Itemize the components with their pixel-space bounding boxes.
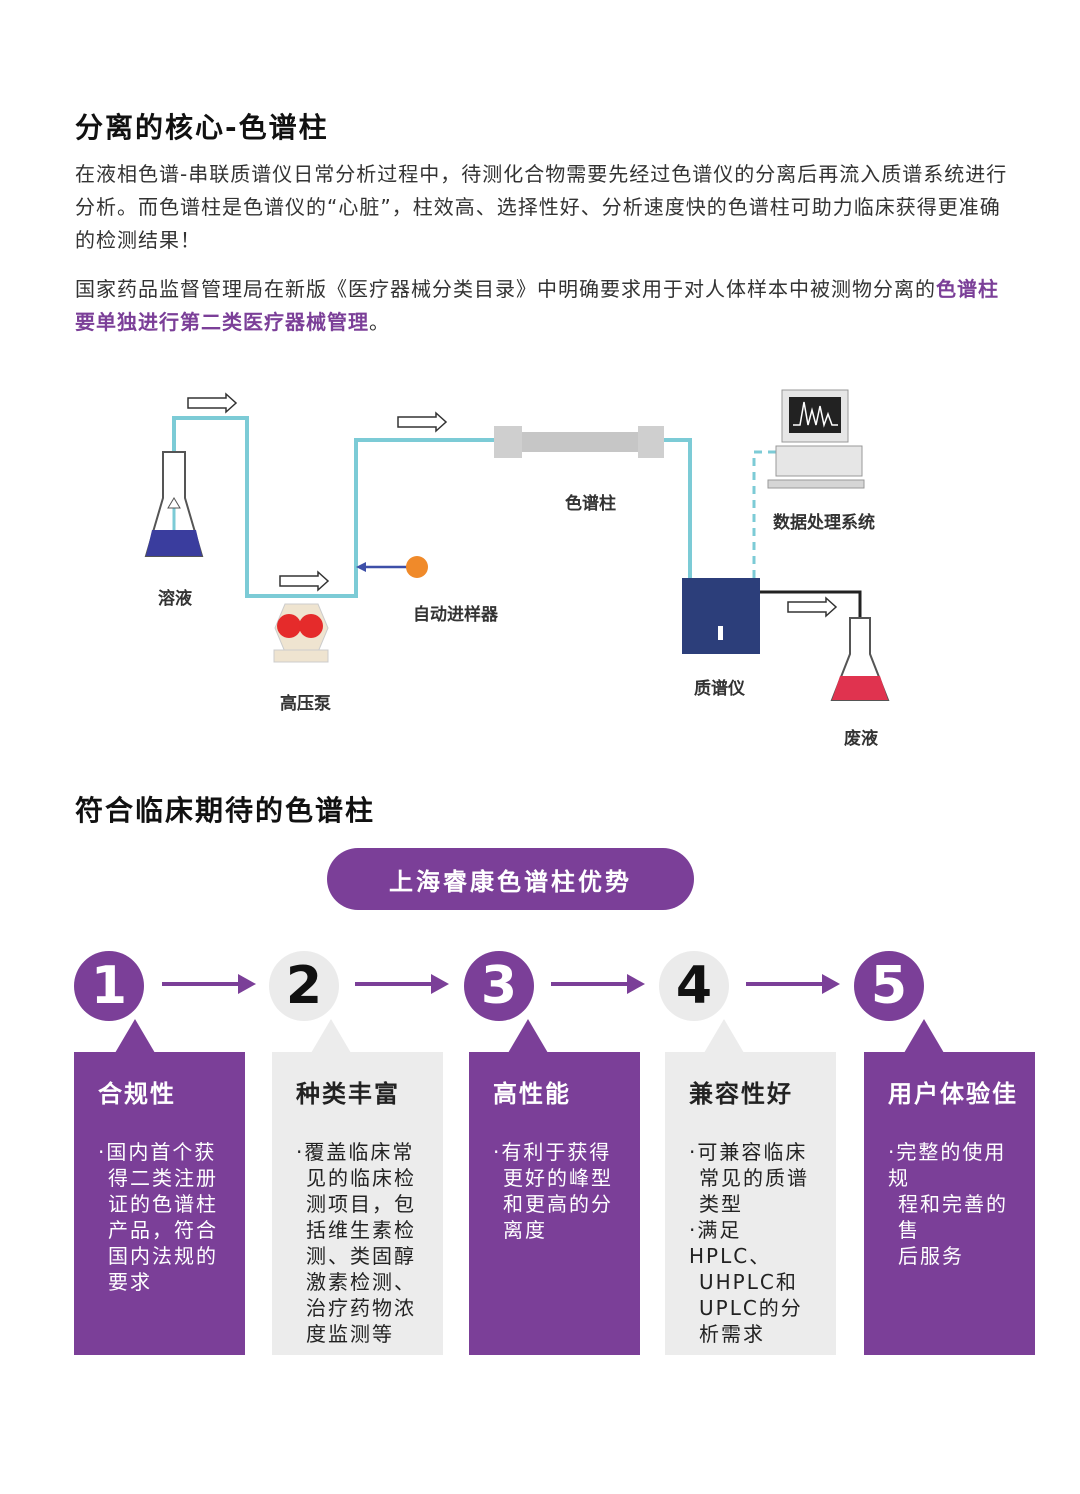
card-line: 析需求 (699, 1322, 765, 1346)
card-line: 激素检测、 (306, 1270, 416, 1294)
mass-spectrometer-icon (682, 578, 760, 654)
step-arrow-2 (355, 982, 435, 986)
label-autosampler: 自动进样器 (413, 605, 498, 625)
card-line: 离度 (503, 1218, 547, 1242)
card-title: 兼容性好 (689, 1080, 793, 1108)
step-arrow-head-1 (238, 974, 256, 994)
card-line: 治疗药物浓 (306, 1296, 416, 1320)
waste-flask-icon (830, 617, 890, 701)
flow-arrow-2 (397, 411, 448, 433)
card-line: ·有利于获得 (493, 1140, 612, 1164)
lcms-flow-diagram (144, 389, 890, 701)
card-pointer-1 (115, 1019, 155, 1053)
computer-icon (767, 389, 865, 489)
label-solution: 溶液 (158, 589, 192, 609)
card-line: ·覆盖临床常 (296, 1140, 415, 1164)
card-line: ·国内首个获 (98, 1140, 217, 1164)
card-body: ·有利于获得 更好的峰型 和更高的分 离度 (493, 1139, 626, 1243)
card-line: 测项目，包 (306, 1192, 416, 1216)
label-column: 色谱柱 (565, 494, 616, 514)
card-line: ·满足HPLC、 (689, 1218, 772, 1268)
autosampler-icon (356, 556, 428, 578)
regulation-highlight: 色谱柱要单独进行第二类医疗器械管理 (75, 277, 999, 334)
card-pointer-5 (904, 1019, 944, 1053)
card-line: 得二类注册 (108, 1166, 218, 1190)
card-line: UHPLC和 (699, 1270, 798, 1294)
advantage-card-compliance: 合规性 ·国内首个获 得二类注册 证的色谱柱 产品，符合 国内法规的 要求 (74, 1052, 245, 1355)
label-data-system: 数据处理系统 (773, 513, 875, 533)
regulation-text: 国家药品监督管理局在新版《医疗器械分类目录》中明确要求用于对人体样本中被测物分离… (75, 277, 936, 301)
card-body: ·国内首个获 得二类注册 证的色谱柱 产品，符合 国内法规的 要求 (98, 1139, 231, 1295)
step-3-number: 3 (464, 951, 534, 1021)
step-arrow-4 (746, 982, 826, 986)
card-line: 要求 (108, 1270, 152, 1294)
card-line: 程和完善的售 (898, 1192, 1008, 1242)
advantage-card-variety: 种类丰富 ·覆盖临床常 见的临床检 测项目，包 括维生素检 测、类固醇 激素检测… (272, 1052, 443, 1355)
card-line: ·可兼容临床 (689, 1140, 808, 1164)
card-title: 高性能 (493, 1080, 571, 1108)
regulation-paragraph: 国家药品监督管理局在新版《医疗器械分类目录》中明确要求用于对人体样本中被测物分离… (75, 273, 1010, 339)
step-arrow-head-2 (431, 974, 449, 994)
card-line: UPLC的分 (699, 1296, 803, 1320)
flow-arrow-4 (787, 596, 838, 618)
step-arrow-1 (162, 982, 242, 986)
step-4-number: 4 (659, 951, 729, 1021)
card-line: 国内法规的 (108, 1244, 218, 1268)
card-title: 合规性 (98, 1080, 176, 1108)
label-ms: 质谱仪 (694, 679, 745, 699)
card-line: 后服务 (898, 1244, 964, 1268)
data-dashed-line (752, 450, 782, 578)
flow-arrow-1 (187, 392, 238, 414)
card-body: ·可兼容临床 常见的质谱 类型 ·满足HPLC、 UHPLC和 UPLC的分 析… (689, 1139, 822, 1347)
advantage-card-user-experience: 用户体验佳 ·完整的使用规 程和完善的售 后服务 (864, 1052, 1035, 1355)
section-title-clinical: 符合临床期待的色谱柱 (75, 794, 376, 827)
card-line: 产品，符合 (108, 1218, 218, 1242)
advantage-card-compatibility: 兼容性好 ·可兼容临床 常见的质谱 类型 ·满足HPLC、 UHPLC和 UPL… (665, 1052, 836, 1355)
section-title-core: 分离的核心-色谱柱 (75, 111, 329, 144)
card-line: 测、类固醇 (306, 1244, 416, 1268)
step-1-number: 1 (74, 951, 144, 1021)
advantages-pill: 上海睿康色谱柱优势 (327, 848, 694, 910)
step-2-number: 2 (269, 951, 339, 1021)
step-arrow-head-4 (822, 974, 840, 994)
card-body: ·完整的使用规 程和完善的售 后服务 (888, 1139, 1021, 1269)
step-5-number: 5 (854, 951, 924, 1021)
regulation-suffix: 。 (369, 310, 390, 334)
card-pointer-4 (704, 1019, 744, 1053)
solution-flask-icon (144, 451, 204, 557)
step-arrow-head-3 (627, 974, 645, 994)
label-pump: 高压泵 (280, 694, 331, 714)
card-body: ·覆盖临床常 见的临床检 测项目，包 括维生素检 测、类固醇 激素检测、 治疗药… (296, 1139, 429, 1347)
card-title: 种类丰富 (296, 1080, 400, 1108)
intro-paragraph: 在液相色谱-串联质谱仪日常分析过程中，待测化合物需要先经过色谱仪的分离后再流入质… (75, 162, 1008, 252)
step-arrow-3 (551, 982, 631, 986)
label-waste: 废液 (844, 729, 878, 749)
card-line: 类型 (699, 1192, 743, 1216)
pump-icon (273, 603, 329, 663)
advantage-card-performance: 高性能 ·有利于获得 更好的峰型 和更高的分 离度 (469, 1052, 640, 1355)
card-pointer-2 (311, 1019, 351, 1053)
card-line: 括维生素检 (306, 1218, 416, 1242)
card-line: ·完整的使用规 (888, 1140, 1007, 1190)
card-title: 用户体验佳 (888, 1080, 1018, 1108)
card-pointer-3 (508, 1019, 548, 1053)
card-line: 证的色谱柱 (108, 1192, 218, 1216)
card-line: 见的临床检 (306, 1166, 416, 1190)
card-line: 常见的质谱 (699, 1166, 809, 1190)
card-line: 更好的峰型 (503, 1166, 613, 1190)
card-line: 和更高的分 (503, 1192, 613, 1216)
column-icon (494, 426, 664, 458)
card-line: 度监测等 (306, 1322, 394, 1346)
flow-arrow-3 (279, 570, 330, 592)
